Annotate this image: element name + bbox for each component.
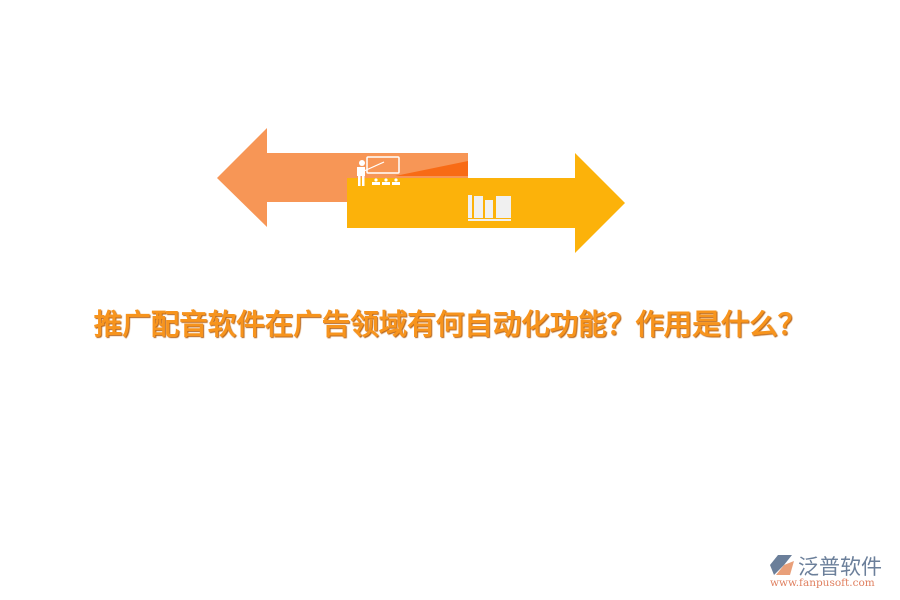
- left-arrow: [217, 128, 468, 227]
- logo-name: 泛普软件: [798, 555, 882, 579]
- books-icon: [468, 195, 511, 221]
- fanpu-logo-icon: [770, 555, 794, 575]
- page-title: 推广配音软件在广告领域有何自动化功能？作用是什么？: [93, 307, 807, 341]
- teacher-presentation-icon: [357, 156, 400, 186]
- logo-url: www.fanpusoft.com: [770, 577, 875, 589]
- left-arrow-accent: [395, 161, 468, 176]
